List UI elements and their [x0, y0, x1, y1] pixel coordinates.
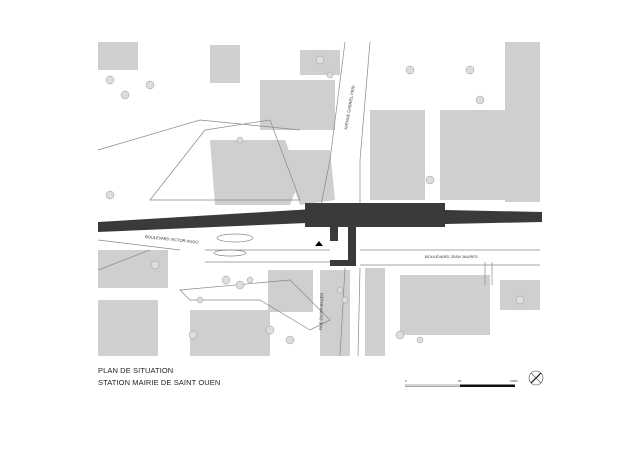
scale-tick-50: 50 [458, 379, 462, 383]
label-avenue-gabriel-peri: AVENUE GABRIEL PERI [343, 85, 356, 130]
label-rue-docteur-bauer: RUE DU DR BAUER [318, 293, 324, 330]
street-outlines [97, 41, 540, 357]
station-name: STATION MAIRIE DE SAINT OUEN [98, 378, 221, 387]
label-boulevard-victor-hugo: BOULEVARD VICTOR HUGO [145, 234, 199, 245]
plan-title: PLAN DE SITUATION [98, 366, 174, 375]
trees [105, 55, 525, 345]
label-boulevard-jean-jaures: BOULEVARD JEAN JAURES [425, 254, 478, 259]
scale-bar: 0 50 100M [405, 379, 518, 387]
metro-line [98, 203, 542, 266]
scale-tick-0: 0 [405, 379, 407, 383]
scale-tick-100: 100M [510, 379, 518, 383]
buildings [98, 42, 540, 356]
north-arrow-icon [528, 370, 544, 386]
